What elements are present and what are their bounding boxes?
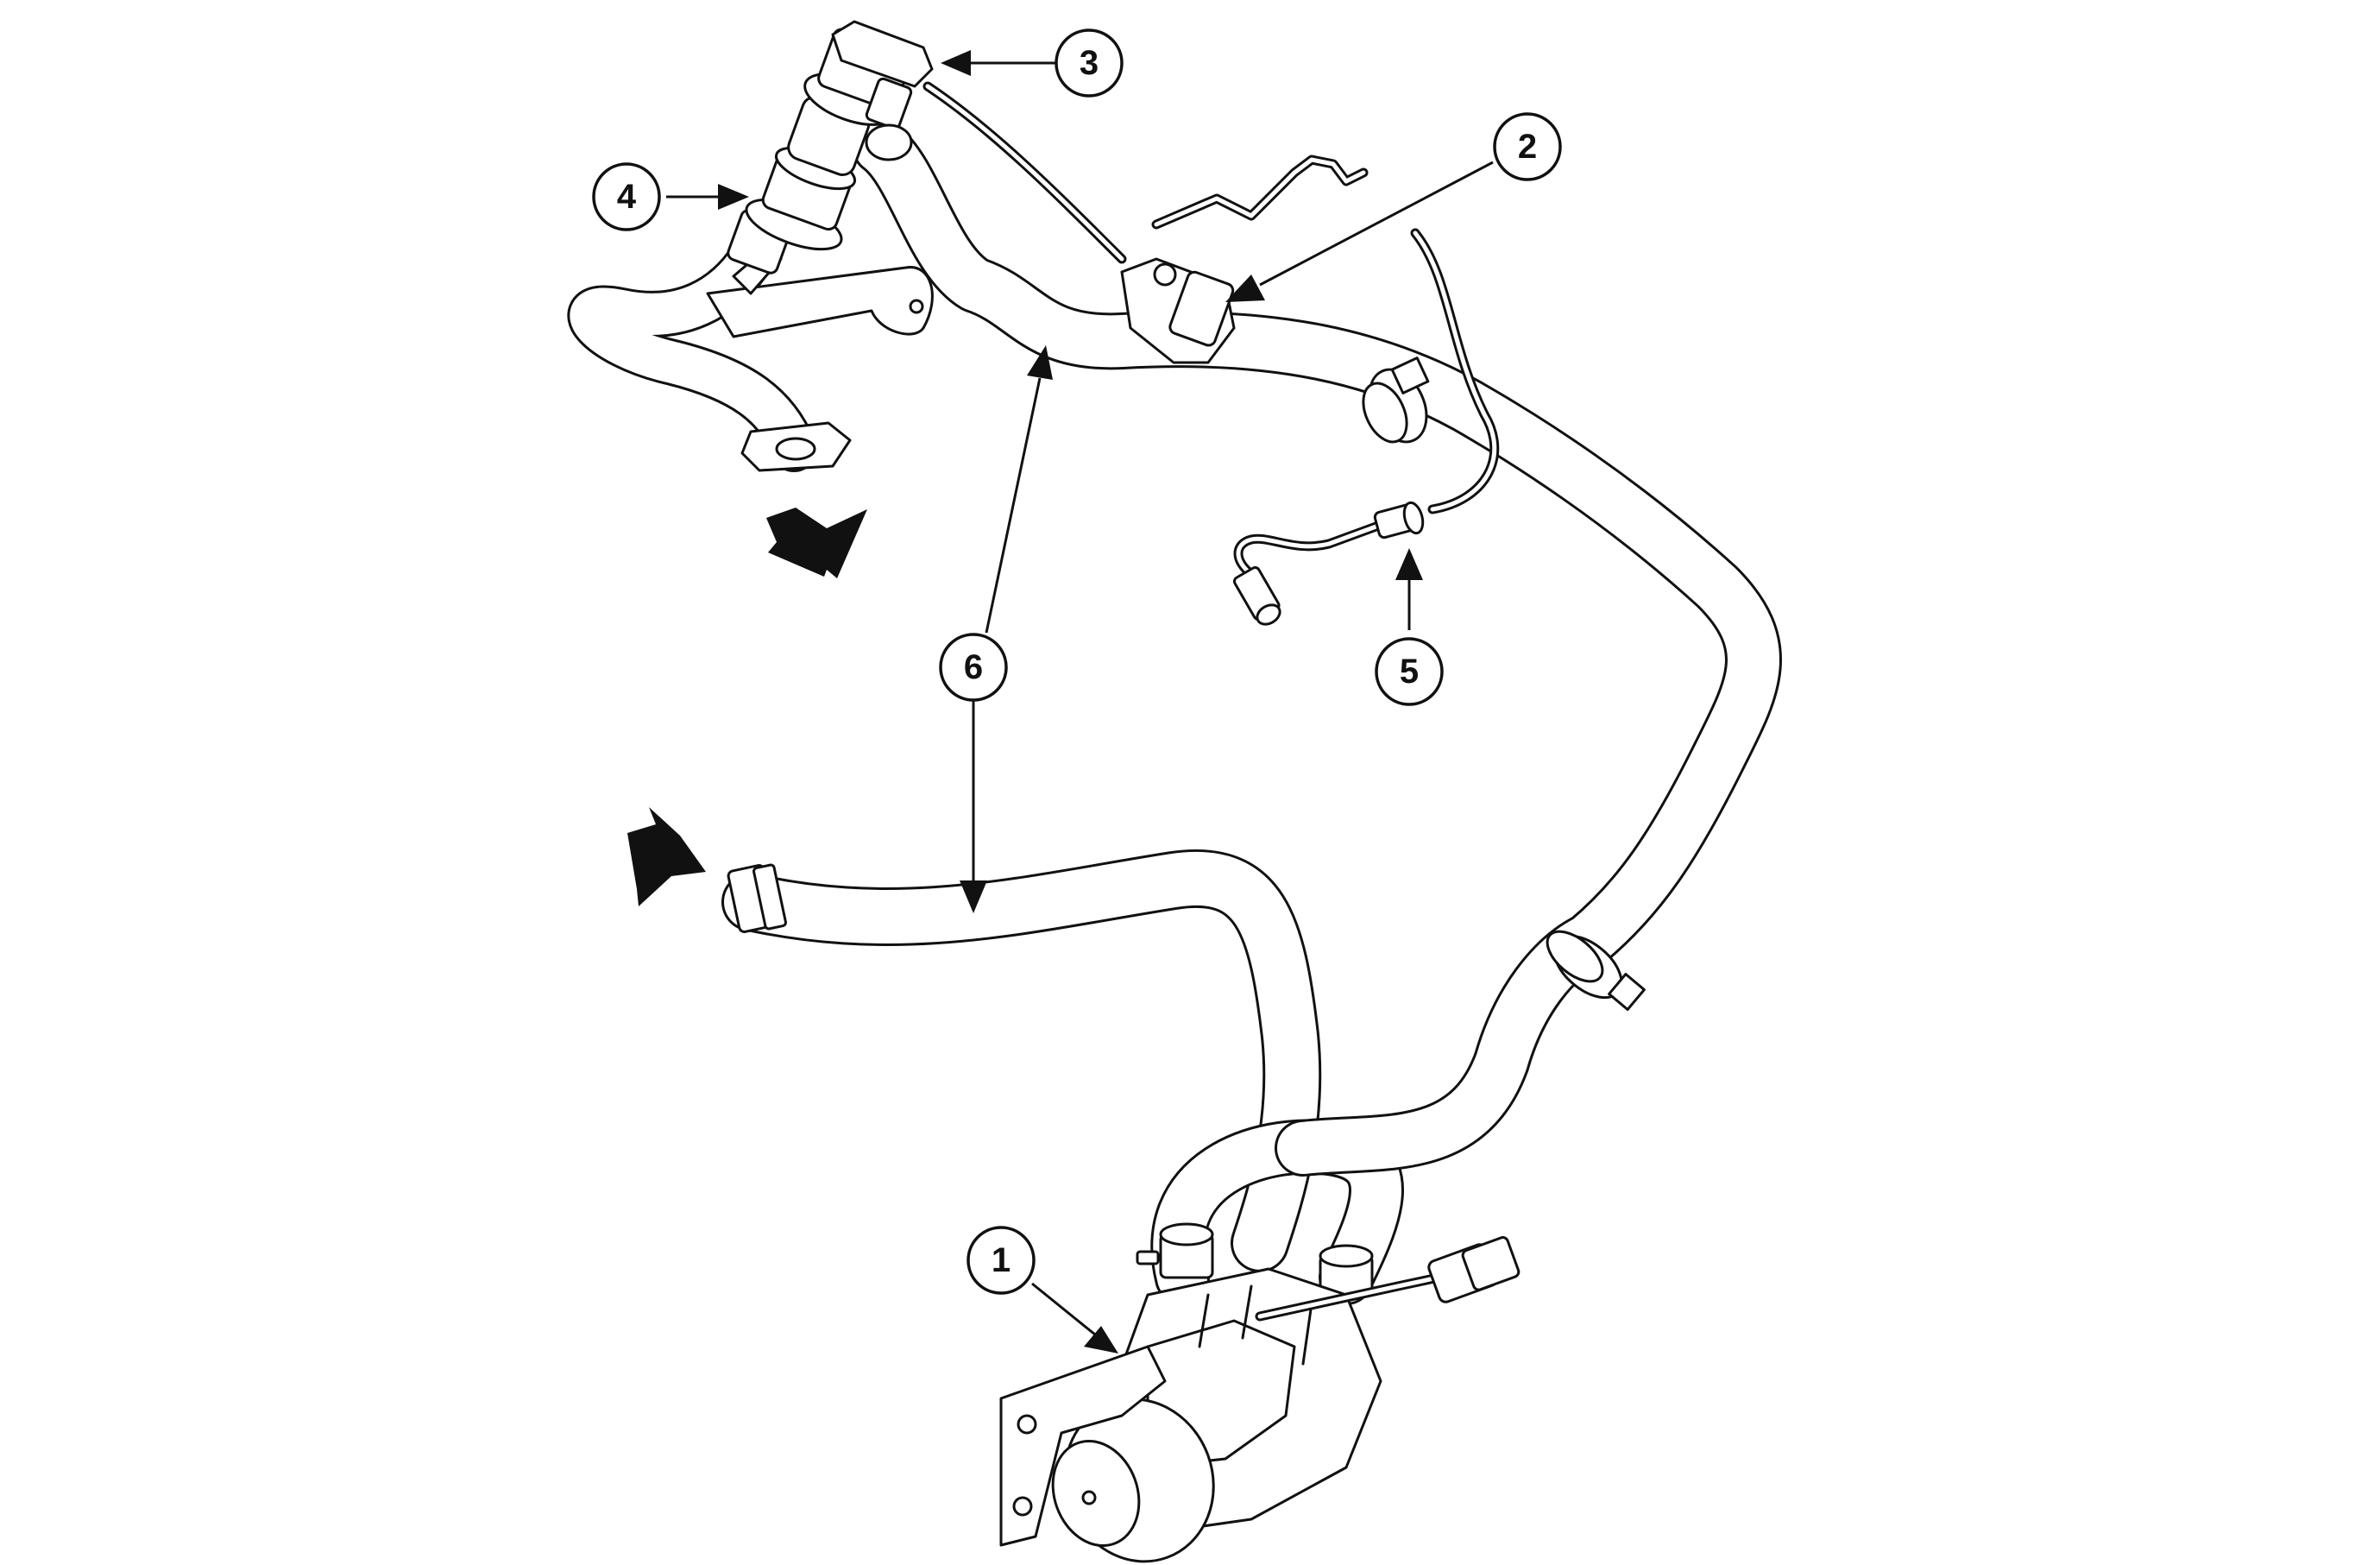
vacuum-line <box>1232 228 1500 626</box>
hose-outlet-main <box>852 118 1782 1177</box>
exhaust-bracket <box>706 266 934 338</box>
leader-5 <box>1395 548 1423 630</box>
callout-6: 6 <box>939 633 1008 702</box>
callout-4: 4 <box>592 162 661 231</box>
leader-1 <box>1031 1282 1118 1354</box>
leader-3 <box>941 50 1057 76</box>
callout-5: 5 <box>1375 637 1444 706</box>
inlet-fitting <box>727 863 787 933</box>
svg-text:1: 1 <box>992 1241 1011 1279</box>
svg-text:2: 2 <box>1518 128 1537 166</box>
callout-2: 2 <box>1493 112 1562 181</box>
flow-arrow-upper <box>766 508 867 578</box>
leader-6 <box>960 345 1053 913</box>
combination-valve <box>727 20 934 295</box>
pressure-sensor <box>922 81 1369 364</box>
leader-4 <box>666 184 749 210</box>
svg-text:5: 5 <box>1400 653 1419 691</box>
hose-clamp-lower <box>1546 930 1646 1011</box>
callout-3: 3 <box>1055 28 1124 98</box>
air-pump <box>999 1222 1521 1563</box>
svg-text:6: 6 <box>964 648 983 686</box>
exhaust-tube <box>567 236 934 472</box>
callout-1: 1 <box>966 1226 1036 1295</box>
leader-2 <box>1225 161 1494 302</box>
svg-text:4: 4 <box>617 178 637 216</box>
hose-clamp-upper <box>1362 357 1430 444</box>
flow-arrow-lower <box>627 807 706 906</box>
svg-text:3: 3 <box>1080 44 1099 82</box>
